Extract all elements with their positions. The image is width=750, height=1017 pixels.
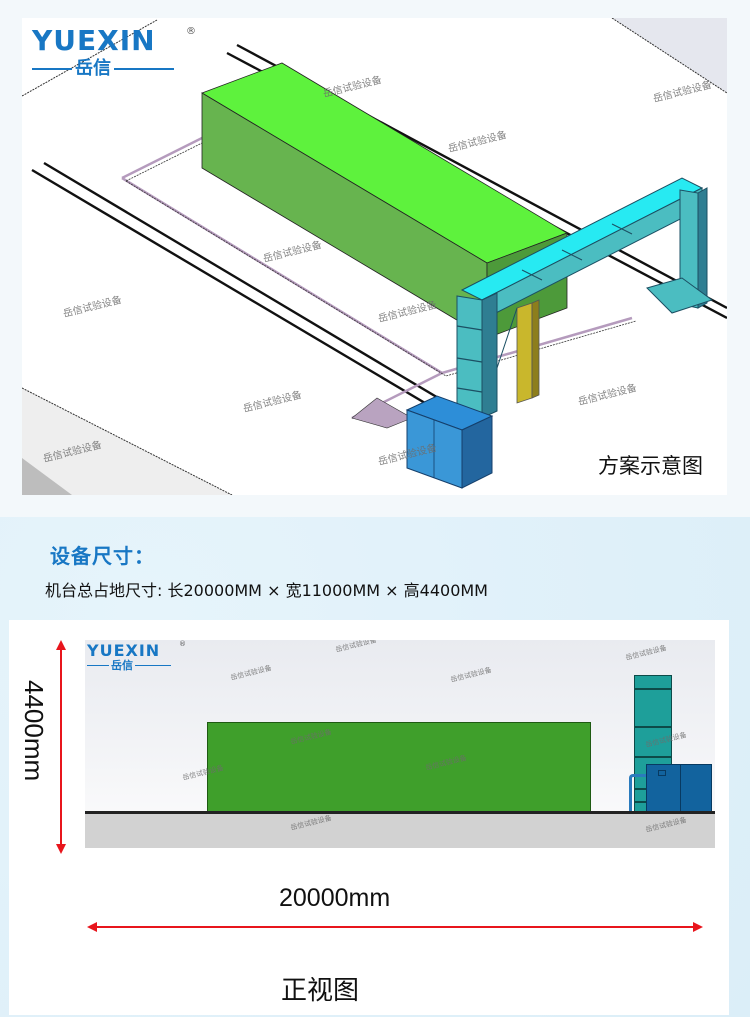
- pipe: [629, 774, 646, 814]
- front-view-panel: 4400mm 岳信试验设备 岳信试验设备 岳信试验设备 岳信试验设备 岳信试验设…: [9, 620, 729, 1015]
- width-dimension-arrow: [87, 922, 703, 932]
- control-cabinet-front: [646, 764, 712, 813]
- gantry-leg-left: [456, 295, 483, 419]
- height-dimension-arrow: [56, 640, 66, 854]
- watermark: 岳信试验设备: [229, 664, 273, 682]
- cabinet-screen-icon: [658, 770, 666, 776]
- container-front: [207, 722, 591, 814]
- registered-mark: ®: [179, 640, 186, 648]
- overall-dimensions-text: 机台总占地尺寸: 长20000MM × 宽11000MM × 高4400MM: [45, 581, 488, 600]
- height-dimension-label: 4400mm: [19, 680, 49, 782]
- brand-logo-cn: 岳信: [111, 659, 133, 672]
- brand-logo-cn: 岳信: [75, 58, 111, 79]
- isometric-scheme-drawing: [22, 18, 727, 495]
- registered-mark: ®: [186, 26, 196, 37]
- brand-logo-text: YUEXIN: [32, 24, 156, 57]
- brand-logo: YUEXIN ® 岳信: [32, 24, 196, 86]
- watermark: 岳信试验设备: [449, 666, 493, 684]
- ground-plane: [85, 811, 715, 848]
- spec-section-title: 设备尺寸：: [50, 544, 155, 568]
- front-view-drawing: 岳信试验设备 岳信试验设备 岳信试验设备 岳信试验设备 岳信试验设备 岳信试验设…: [85, 640, 715, 848]
- scheme-diagram-panel: 岳信试验设备 岳信试验设备 岳信试验设备 岳信试验设备 岳信试验设备 岳信试验设…: [22, 18, 727, 495]
- watermark: 岳信试验设备: [334, 640, 378, 654]
- front-view-caption: 正视图: [281, 976, 360, 1006]
- scheme-diagram-caption: 方案示意图: [598, 454, 703, 478]
- brand-logo-text: YUEXIN: [87, 641, 161, 660]
- column-post: [516, 302, 533, 404]
- brand-logo-small: YUEXIN ® 岳信: [87, 640, 187, 678]
- watermark: 岳信试验设备: [624, 644, 668, 662]
- width-dimension-label: 20000mm: [279, 884, 391, 912]
